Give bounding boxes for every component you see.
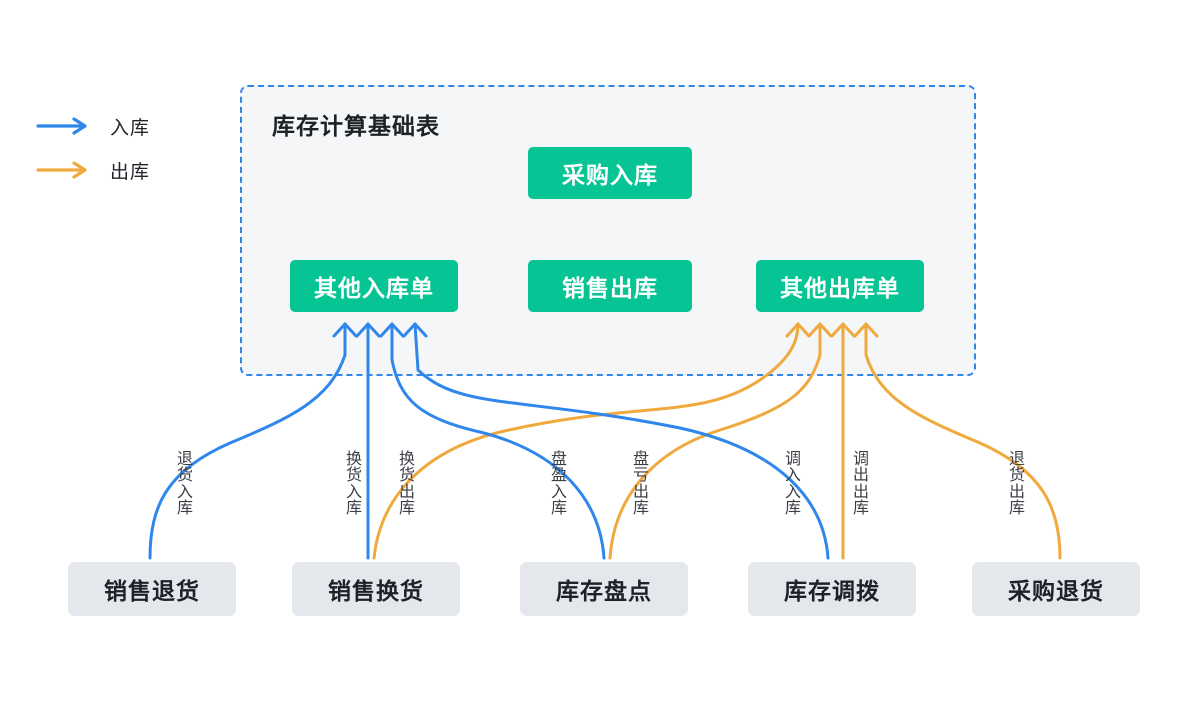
node-sales-return[interactable]: 销售退货 xyxy=(68,562,236,616)
arrow-right-icon xyxy=(36,161,87,179)
node-sales-out[interactable]: 销售出库 xyxy=(528,260,692,312)
node-other-in[interactable]: 其他入库单 xyxy=(290,260,458,312)
edge-e6 xyxy=(413,322,830,560)
arrow-right-icon xyxy=(36,117,87,135)
node-label: 库存调拨 xyxy=(784,578,880,604)
edge-e4 xyxy=(390,322,606,560)
edge-label-e7: 调出出库 xyxy=(852,451,869,518)
edge-label-e2: 换货入库 xyxy=(345,451,362,518)
edge-e3 xyxy=(372,322,800,560)
edge-e5 xyxy=(608,322,822,560)
arrowhead-e4 xyxy=(379,322,405,338)
arrowhead-e5 xyxy=(807,322,833,338)
node-stock-count[interactable]: 库存盘点 xyxy=(520,562,688,616)
node-label: 销售出库 xyxy=(562,275,658,301)
edge-label-e4: 盘盈入库 xyxy=(550,451,567,518)
node-stock-transfer[interactable]: 库存调拨 xyxy=(748,562,916,616)
node-label: 采购入库 xyxy=(562,162,658,188)
edge-e8 xyxy=(864,322,1062,560)
arrowhead-e6 xyxy=(402,322,428,338)
edge-label-e5: 盘亏出库 xyxy=(632,451,649,518)
edge-label-e6: 调入入库 xyxy=(784,451,801,518)
node-label: 库存盘点 xyxy=(556,578,652,604)
node-label: 采购退货 xyxy=(1008,578,1104,604)
inventory-base-table-group xyxy=(240,85,976,376)
legend: 入库 出库 xyxy=(36,104,206,192)
arrowhead-e7 xyxy=(830,322,856,338)
node-purchase-in[interactable]: 采购入库 xyxy=(528,147,692,199)
node-label: 其他出库单 xyxy=(780,275,900,301)
node-purchase-return[interactable]: 采购退货 xyxy=(972,562,1140,616)
edge-label-e1: 退货入库 xyxy=(176,451,193,518)
legend-item-outbound: 出库 xyxy=(36,148,206,192)
legend-label-outbound: 出库 xyxy=(110,161,151,183)
node-label: 其他入库单 xyxy=(314,275,434,301)
node-other-out[interactable]: 其他出库单 xyxy=(756,260,924,312)
legend-label-inbound: 入库 xyxy=(110,117,151,139)
arrowhead-e2 xyxy=(355,322,381,338)
node-sales-exchange[interactable]: 销售换货 xyxy=(292,562,460,616)
node-label: 销售换货 xyxy=(328,578,424,604)
edge-label-e3: 换货出库 xyxy=(398,451,415,518)
arrowhead-e3 xyxy=(785,322,811,338)
arrowhead-e8 xyxy=(853,322,879,338)
legend-item-inbound: 入库 xyxy=(36,104,206,148)
group-title: 库存计算基础表 xyxy=(272,113,440,139)
arrowhead-e1 xyxy=(332,322,358,338)
node-label: 销售退货 xyxy=(104,578,200,604)
edge-e1 xyxy=(148,322,347,560)
edge-label-e8: 退货出库 xyxy=(1008,451,1025,518)
